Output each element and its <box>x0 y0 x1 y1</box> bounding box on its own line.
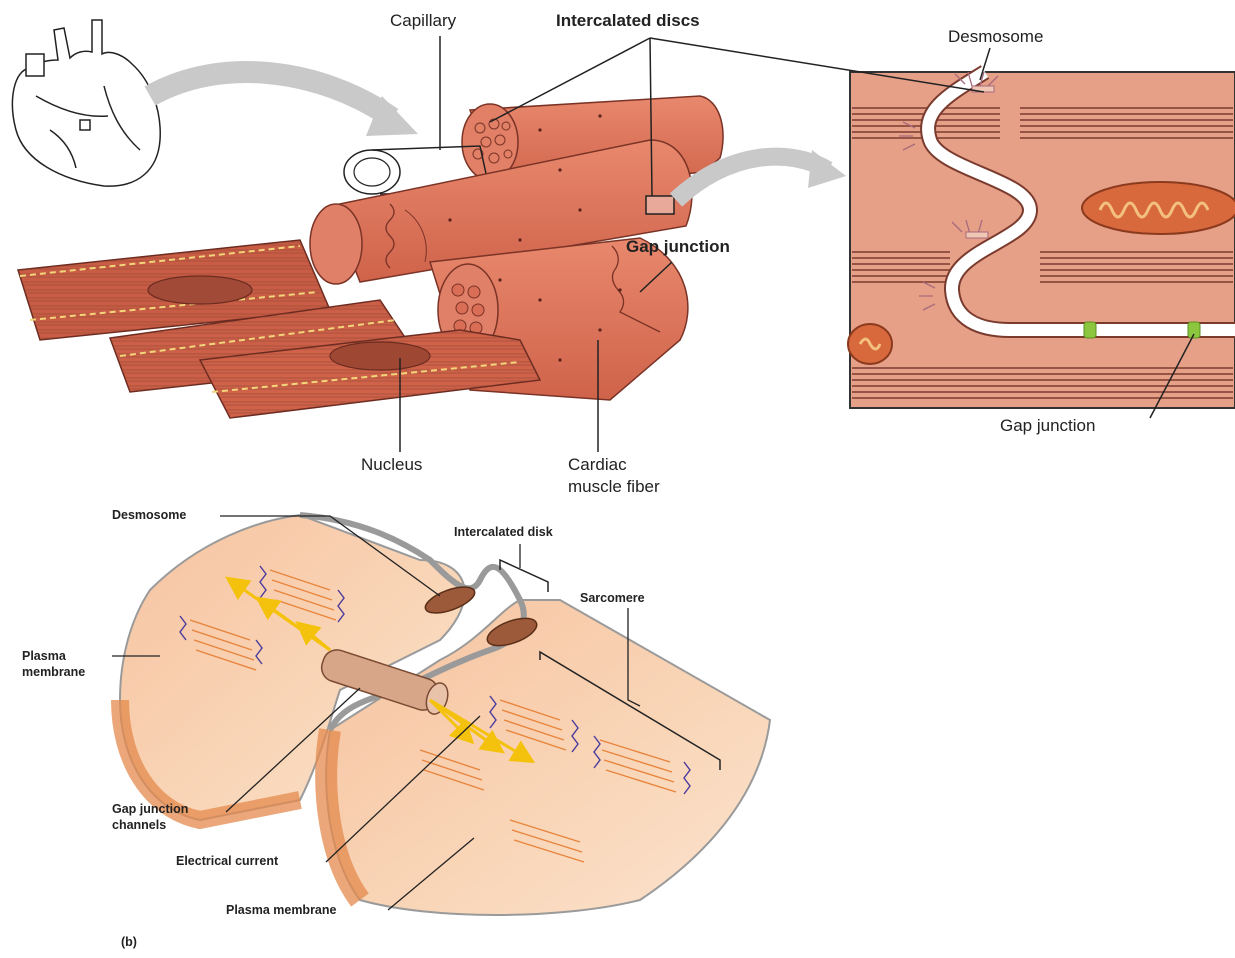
label-sarcomere: Sarcomere <box>580 591 645 606</box>
gap-junction-zoom-box <box>646 196 674 214</box>
label-electrical-current: Electrical current <box>176 854 278 869</box>
inset-panel <box>848 72 1235 408</box>
label-nucleus: Nucleus <box>361 455 422 475</box>
zoom-arrow-2-head <box>808 150 846 188</box>
label-panel-b: (b) <box>121 935 137 950</box>
label-plasma-left-1: Plasma <box>22 649 66 664</box>
label-plasma-left-2: membrane <box>22 665 85 680</box>
label-gap-junction-inset: Gap junction <box>1000 416 1095 436</box>
label-capillary: Capillary <box>390 11 456 31</box>
label-gap-junction-channels-2: channels <box>112 818 166 833</box>
label-desmosome-inset: Desmosome <box>948 27 1043 47</box>
label-gap-junction-channels-1: Gap junction <box>112 802 188 817</box>
label-intercalated-disk: Intercalated disk <box>454 525 553 540</box>
label-muscle-fiber: muscle fiber <box>568 477 660 497</box>
label-plasma-membrane-bottom: Plasma membrane <box>226 903 336 918</box>
label-gap-junction-middle: Gap junction <box>626 237 730 257</box>
capillary-tube <box>344 150 400 194</box>
zoom-arrow-1 <box>150 72 392 118</box>
gap-junction-green-1 <box>1084 322 1096 338</box>
heart-zoom-box <box>80 120 90 130</box>
heart-icon <box>12 20 160 186</box>
label-desmosome-b: Desmosome <box>112 508 186 523</box>
label-intercalated-discs: Intercalated discs <box>556 11 700 31</box>
label-cardiac: Cardiac <box>568 455 627 475</box>
